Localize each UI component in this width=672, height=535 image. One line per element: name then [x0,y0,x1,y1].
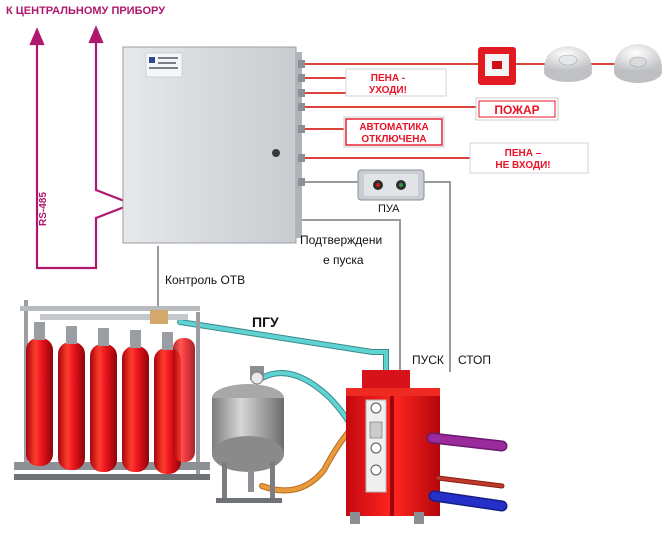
sign-pena-uhodi: ПЕНА - УХОДИ! [345,68,447,97]
pua-unit [357,169,425,201]
manual-call-point-icon [478,47,516,85]
svg-text:ПОЖАР: ПОЖАР [494,103,539,117]
svg-text:ПЕНА –: ПЕНА – [505,148,542,159]
sign-pozhar: ПОЖАР [475,97,559,121]
valve-cabinet [346,370,440,524]
svg-text:АВТОМАТИКА: АВТОМАТИКА [359,122,428,133]
svg-text:ОТКЛЮЧЕНА: ОТКЛЮЧЕНА [361,134,426,145]
smoke-detector-icon [544,46,592,82]
svg-text:УХОДИ!: УХОДИ! [369,85,407,96]
central-device-label: К ЦЕНТРАЛЬНОМУ ПРИБОРУ [6,5,165,17]
gas-cylinder-icon [173,338,195,462]
sign-pena-ne-vhodi: ПЕНА – НЕ ВХОДИ! [469,142,589,174]
gas-cylinder-icon [122,330,149,472]
confirm-label-line2: е пуска [323,253,364,267]
foam-tank-icon [212,366,284,503]
control-panel [122,46,305,244]
gas-cylinder-icon [58,326,85,470]
pua-label: ПУА [378,203,400,215]
heat-detector-icon [614,44,662,83]
outlet-pipes [426,432,508,512]
confirm-label-line1: Подтверждени [300,233,382,247]
gas-cylinder-icon [90,328,117,472]
cylinder-rack [14,300,210,480]
pusk-label: ПУСК [412,353,444,367]
control-otv-label: Контроль ОТВ [165,273,245,287]
svg-text:НЕ ВХОДИ!: НЕ ВХОДИ! [495,160,550,171]
sign-avtomatika: АВТОМАТИКА ОТКЛЮЧЕНА [343,116,445,148]
gas-cylinder-icon [26,322,53,466]
pgu-label: ПГУ [252,314,279,330]
rs485-lines [29,25,136,270]
svg-text:ПЕНА -: ПЕНА - [371,73,405,84]
rs485-label: RS-485 [38,192,49,226]
stop-label: СТОП [458,353,491,367]
